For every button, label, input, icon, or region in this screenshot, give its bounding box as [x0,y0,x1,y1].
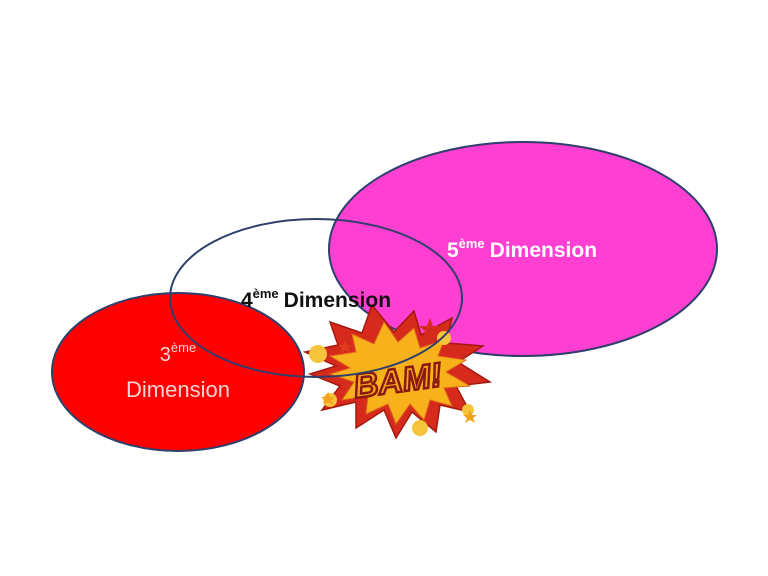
burst-puff [462,404,474,416]
fourth-dimension-ellipse [169,218,463,378]
star-icon [321,392,335,405]
fourth-dimension-word: Dimension [284,289,391,312]
fifth-dimension-label: 5ème Dimension [447,236,597,262]
fourth-dimension-superscript: ème [253,286,279,301]
burst-puff [412,420,428,436]
fifth-dimension-superscript: ème [459,236,485,251]
star-icon [419,318,441,339]
third-dimension-ellipse [51,292,305,452]
third-dimension-number: 3 [160,344,171,366]
star-icon [463,410,477,423]
third-dimension-label: 3ème [160,340,196,366]
fifth-dimension-word: Dimension [490,239,597,262]
burst-inner-shape [328,320,472,426]
third-dimension-superscript: ème [171,340,196,355]
star-icon [338,340,352,353]
fifth-dimension-number: 5 [447,239,459,262]
fifth-dimension-ellipse [328,141,718,357]
burst-puff [437,331,451,345]
bam-burst-icon: BAM! [302,303,493,440]
fourth-dimension-label: 4ème Dimension [241,286,391,312]
third-dimension-word: Dimension [126,377,230,402]
burst-puff [309,345,327,363]
fourth-dimension-number: 4 [241,289,253,312]
